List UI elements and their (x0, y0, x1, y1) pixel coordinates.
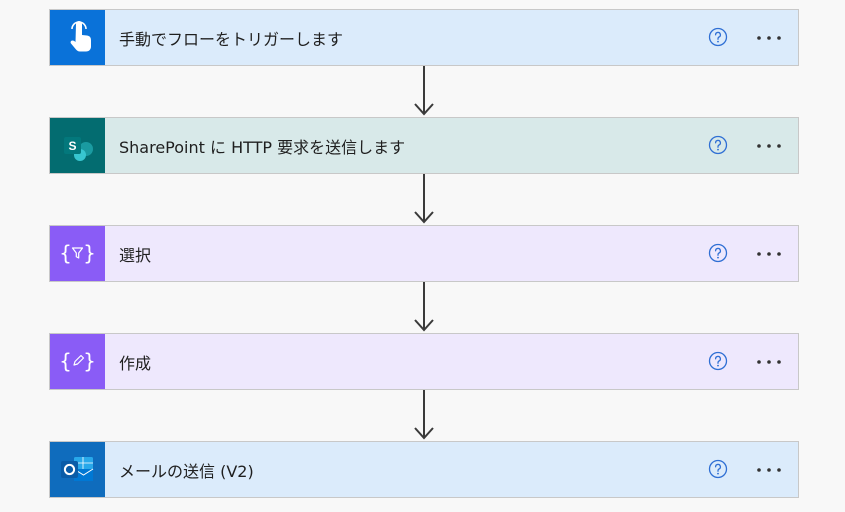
touch-hand-icon (50, 10, 105, 65)
help-icon[interactable] (708, 351, 728, 371)
more-options-icon[interactable] (754, 460, 784, 480)
step-compose[interactable]: { } 作成 (49, 333, 799, 390)
arrow-down-icon (414, 66, 434, 116)
arrow-down-icon (414, 390, 434, 440)
sharepoint-icon: S (50, 118, 105, 173)
help-icon[interactable] (708, 243, 728, 263)
step-title: 作成 (119, 353, 152, 373)
svg-text:{ }: { } (59, 241, 95, 265)
svg-text:S: S (68, 139, 76, 153)
connector-arrow (49, 174, 799, 225)
step-trigger[interactable]: 手動でフローをトリガーします (49, 9, 799, 66)
flow-canvas: 手動でフローをトリガーします S SharePoi (49, 9, 799, 498)
step-title: SharePoint に HTTP 要求を送信します (119, 137, 406, 157)
more-options-icon[interactable] (754, 136, 784, 156)
more-options-icon[interactable] (754, 244, 784, 264)
more-options-icon[interactable] (754, 352, 784, 372)
data-compose-icon: { } (50, 334, 105, 389)
help-icon[interactable] (708, 135, 728, 155)
more-options-icon[interactable] (754, 28, 784, 48)
step-title: 選択 (119, 245, 152, 265)
arrow-down-icon (414, 282, 434, 332)
svg-text:{ }: { } (59, 349, 95, 373)
step-title: 手動でフローをトリガーします (119, 29, 344, 49)
connector-arrow (49, 282, 799, 333)
step-sharepoint[interactable]: S SharePoint に HTTP 要求を送信します (49, 117, 799, 174)
step-title: メールの送信 (V2) (119, 461, 254, 481)
step-send-mail[interactable]: メールの送信 (V2) (49, 441, 799, 498)
connector-arrow (49, 66, 799, 117)
help-icon[interactable] (708, 27, 728, 47)
connector-arrow (49, 390, 799, 441)
data-select-icon: { } (50, 226, 105, 281)
arrow-down-icon (414, 174, 434, 224)
outlook-icon (50, 442, 105, 497)
help-icon[interactable] (708, 459, 728, 479)
step-select[interactable]: { } 選択 (49, 225, 799, 282)
